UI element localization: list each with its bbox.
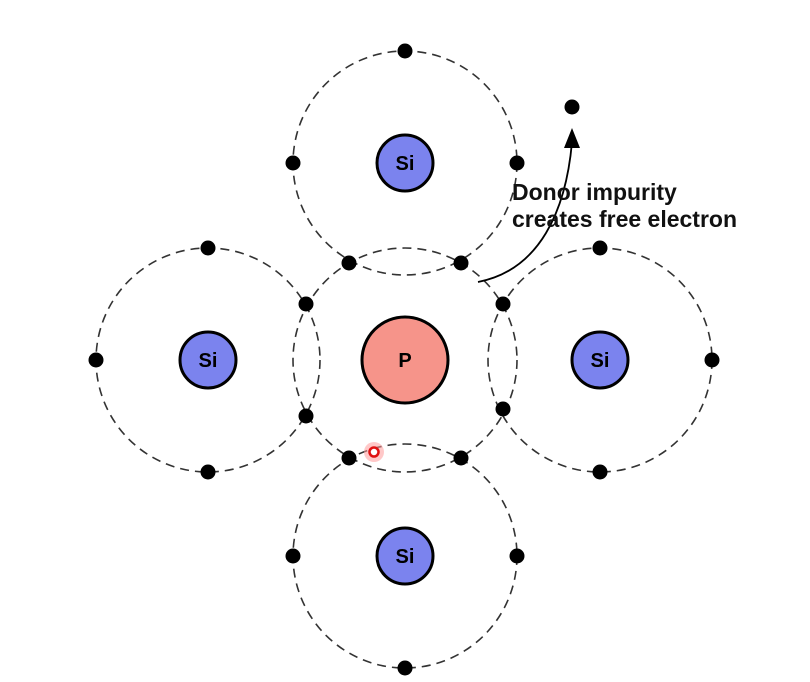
p-nucleus: [360, 315, 450, 405]
electron: [704, 352, 720, 368]
electron: [285, 155, 301, 171]
atom-label: Si: [396, 546, 415, 568]
bond-electron: [341, 450, 357, 466]
electron: [592, 240, 608, 256]
annotation-line-2: creates free electron: [512, 206, 737, 232]
electron: [397, 43, 413, 59]
atom-label: Si: [396, 153, 415, 175]
atom-label: Si: [199, 350, 218, 372]
electron: [397, 660, 413, 676]
atom-label: P: [398, 350, 411, 372]
free-electron-arrow: [477, 141, 573, 283]
arrow-head-icon: [564, 128, 580, 148]
bond-electron: [495, 401, 511, 417]
bond-electron: [341, 255, 357, 271]
electron: [200, 464, 216, 480]
electron: [509, 548, 525, 564]
cursor-marker-icon: [368, 446, 380, 458]
electron: [200, 240, 216, 256]
atom-left-si: Si: [178, 330, 238, 390]
orbit-center-p: [292, 247, 518, 473]
electron: [285, 548, 301, 564]
electron: [509, 155, 525, 171]
bond-electron: [298, 296, 314, 312]
atom-label: Si: [591, 350, 610, 372]
si-nucleus: [375, 133, 435, 193]
si-nucleus: [570, 330, 630, 390]
electron: [592, 464, 608, 480]
atom-right-si: Si: [570, 330, 630, 390]
bond-electron: [453, 450, 469, 466]
atom-bottom-si: Si: [375, 526, 435, 586]
annotation-line-1: Donor impurity: [512, 179, 677, 205]
bond-electron: [298, 408, 314, 424]
bond-electron: [453, 255, 469, 271]
electron: [88, 352, 104, 368]
atom-top-si: Si: [375, 133, 435, 193]
atom-center-p: P: [360, 315, 450, 405]
si-nucleus: [375, 526, 435, 586]
bond-electron: [495, 296, 511, 312]
si-nucleus: [178, 330, 238, 390]
free-electron: [564, 99, 580, 115]
